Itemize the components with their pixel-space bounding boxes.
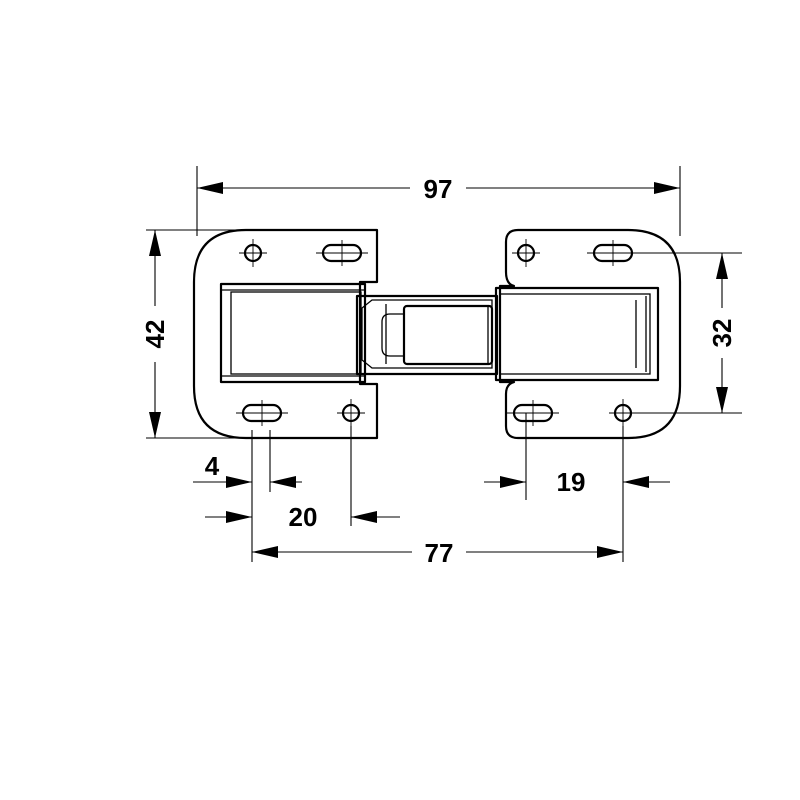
mounting-holes xyxy=(236,239,639,427)
right-arm-channel-inner xyxy=(499,293,651,375)
right-mounting-plate xyxy=(498,228,682,440)
dimension-right-hole-spacing: 19 xyxy=(484,413,670,562)
dimension-label-32: 32 xyxy=(707,319,737,348)
dimension-left-hole-spacing: 20 xyxy=(205,426,400,532)
dimension-label-77: 77 xyxy=(425,538,454,568)
hinge-outline xyxy=(192,228,682,440)
dimension-label-42: 42 xyxy=(140,320,170,349)
dimension-label-19: 19 xyxy=(557,467,586,497)
dimension-edge-offset: 4 xyxy=(193,430,302,562)
dimension-overall-height: 42 xyxy=(140,229,262,439)
dimension-label-20: 20 xyxy=(289,502,318,532)
central-link xyxy=(355,294,499,376)
link-block xyxy=(402,304,494,366)
right-arm-channel xyxy=(494,286,660,382)
left-arm-channel-inner xyxy=(230,291,362,375)
dimension-label-4: 4 xyxy=(205,451,220,481)
left-mounting-plate xyxy=(192,228,379,440)
dimension-overall-width: 97 xyxy=(196,166,681,236)
dimension-total-hole-spacing: 77 xyxy=(252,538,623,568)
central-link-frame xyxy=(361,299,493,369)
left-arm-channel xyxy=(219,282,367,384)
link-cam xyxy=(381,313,404,357)
dimension-label-97: 97 xyxy=(424,174,453,204)
dimension-hole-vertical-spacing: 32 xyxy=(623,252,742,414)
